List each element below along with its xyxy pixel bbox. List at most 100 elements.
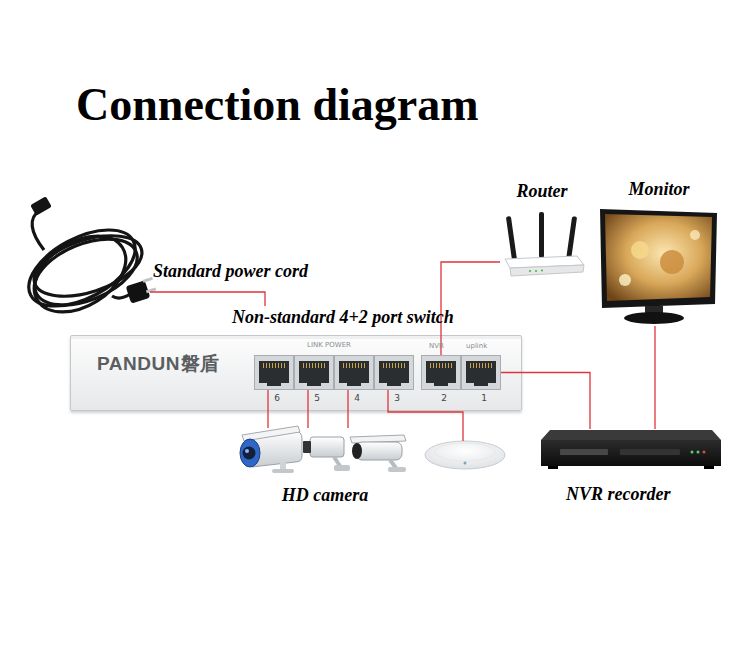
port-pin	[473, 363, 474, 368]
port-pin	[275, 363, 276, 368]
screen-ornament	[660, 250, 684, 274]
port-frame	[462, 356, 501, 390]
port-pin	[404, 363, 405, 368]
port-pin	[364, 363, 365, 368]
port-pin	[386, 363, 387, 368]
port-pin	[312, 363, 313, 368]
nvr-panel	[560, 449, 608, 455]
plug-prong	[146, 287, 156, 293]
device-label: Router	[500, 180, 584, 202]
port-pin	[470, 363, 471, 368]
switch-node: Non-standard 4+2 port switchPANDUN磐盾LINK…	[70, 306, 522, 412]
port-pin	[343, 363, 344, 368]
port-notch	[474, 381, 488, 386]
port-notch	[347, 381, 361, 386]
port-pin	[263, 363, 264, 368]
port-pin	[430, 363, 431, 368]
plug-prong	[143, 277, 153, 283]
port-number: 1	[475, 392, 493, 404]
ethernet-port: 4	[334, 355, 374, 390]
port-pin	[439, 363, 440, 368]
port-number: 3	[388, 392, 406, 404]
port-opening	[299, 361, 329, 383]
port-pin	[485, 363, 486, 368]
port-opening	[379, 361, 409, 383]
monitor-base	[624, 312, 684, 324]
port-pin	[448, 363, 449, 368]
port-pin	[269, 363, 270, 368]
port-frame	[255, 356, 294, 390]
port-pin	[303, 363, 304, 368]
cord-connector	[30, 196, 52, 215]
port-number: 2	[435, 392, 453, 404]
port-number: 4	[348, 392, 366, 404]
port-pin	[324, 363, 325, 368]
port-pin	[349, 363, 350, 368]
port-socket	[334, 355, 374, 390]
port-pin	[358, 363, 359, 368]
port-pin	[361, 363, 362, 368]
cable-connector	[267, 390, 268, 428]
cord-coil	[27, 224, 150, 308]
port-socket	[254, 355, 294, 390]
monitor-node: Monitor	[597, 176, 721, 326]
port-pin	[266, 363, 267, 368]
camera-lens	[303, 441, 311, 453]
switch-heading: Non-standard 4+2 port switch	[232, 306, 454, 328]
bullet-camera	[356, 442, 402, 460]
port-notch	[434, 381, 448, 386]
camera-mount	[280, 462, 286, 470]
nvr-led	[697, 451, 700, 454]
router-led	[535, 270, 537, 272]
access-point-wire	[388, 390, 463, 441]
camera-mount	[334, 465, 350, 471]
port-pin	[346, 363, 347, 368]
nvr-foot	[704, 466, 714, 469]
access-point-rim	[435, 443, 495, 461]
port-socket	[294, 355, 334, 390]
port-pin	[442, 363, 443, 368]
device-label: Monitor	[597, 178, 721, 200]
port-frame	[335, 356, 374, 390]
camera-lens	[352, 443, 362, 459]
monitor-frame	[600, 209, 717, 308]
port-opening	[259, 361, 289, 383]
nvr-top	[541, 430, 721, 440]
nvr-panel	[620, 449, 680, 455]
port-opening	[339, 361, 369, 383]
router-antenna	[506, 216, 517, 260]
port-pin	[284, 363, 285, 368]
port-pin	[272, 363, 273, 368]
monitor-screen	[605, 214, 712, 301]
nvr-led	[703, 451, 706, 454]
screen-ornament	[619, 274, 631, 286]
port-pin	[445, 363, 446, 368]
port-frame	[375, 356, 414, 390]
port-pin	[479, 363, 480, 368]
screen-ornament	[690, 230, 700, 240]
router-front	[510, 265, 584, 276]
port-notch	[267, 381, 281, 386]
diagram-title: Connection diagram	[76, 80, 479, 130]
cable-connector	[501, 373, 590, 430]
cord-tail	[32, 210, 44, 250]
cord-tail	[112, 294, 130, 298]
port-pin	[482, 363, 483, 368]
router-antenna	[539, 212, 544, 258]
port-pin	[401, 363, 402, 368]
port-pin	[281, 363, 282, 368]
port-pin	[476, 363, 477, 368]
port-frame	[295, 356, 334, 390]
port-pin	[433, 363, 434, 368]
port-pin	[398, 363, 399, 368]
access-point-led	[464, 462, 467, 465]
nvr-led	[691, 451, 694, 454]
nvr-foot	[548, 466, 558, 469]
ethernet-port: 6	[254, 355, 294, 390]
camera-mount	[388, 467, 406, 472]
cable-connector	[347, 390, 348, 428]
router-led	[541, 270, 543, 272]
port-group-label: NVR	[429, 342, 444, 351]
cable-connector	[150, 292, 265, 306]
